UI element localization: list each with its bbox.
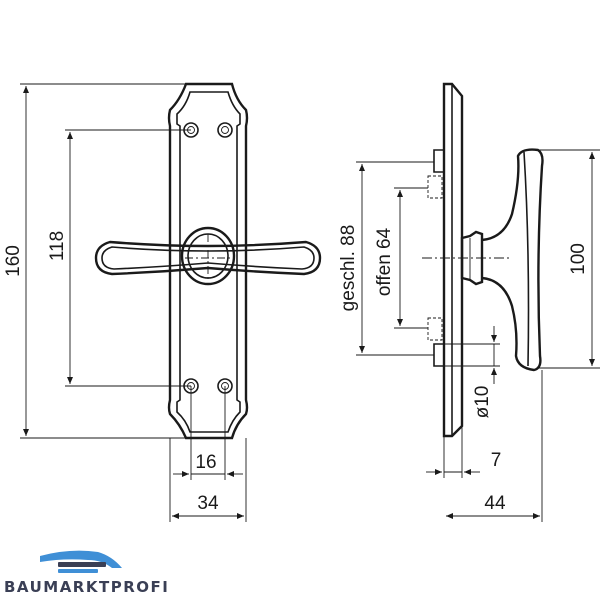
lever-handle-front-inner	[101, 246, 315, 270]
screw-hole-top-right	[217, 122, 233, 138]
dim-closed-spacing: geschl. 88	[338, 225, 359, 312]
screw-boss-top	[433, 149, 444, 173]
dim-depth: 44	[484, 493, 506, 514]
plate-profile	[442, 82, 464, 438]
brand-logo-text: BAUMARKTPROFI	[4, 578, 170, 596]
dim-plate-thickness: 7	[491, 450, 502, 471]
side-dimensions: geschl. 88 offen 64 100 ø10 7 44	[338, 149, 600, 522]
dim-hole-spacing: 118	[47, 231, 68, 261]
screw-boss-bottom	[433, 343, 444, 367]
back-plate-inner	[176, 91, 241, 433]
dim-open-spacing: offen 64	[374, 227, 395, 296]
dim-lever-height: 100	[568, 243, 589, 275]
lever-handle-side-inner	[523, 151, 530, 367]
dim-plate-width: 34	[197, 493, 219, 514]
front-view	[94, 82, 322, 440]
back-plate-outline	[167, 82, 249, 440]
side-view	[422, 82, 544, 438]
lever-handle-side	[481, 148, 544, 372]
lever-handle-front	[94, 240, 322, 276]
logo-roof-icon	[40, 550, 122, 568]
dim-hole-offset-width: 16	[195, 452, 216, 473]
rosette-side	[460, 230, 484, 286]
brand-logo-mark	[40, 550, 122, 573]
dim-screw-diameter: ø10	[472, 386, 493, 419]
front-dimensions: 160 118 16 34	[3, 83, 247, 522]
dim-front-height: 160	[3, 245, 24, 277]
